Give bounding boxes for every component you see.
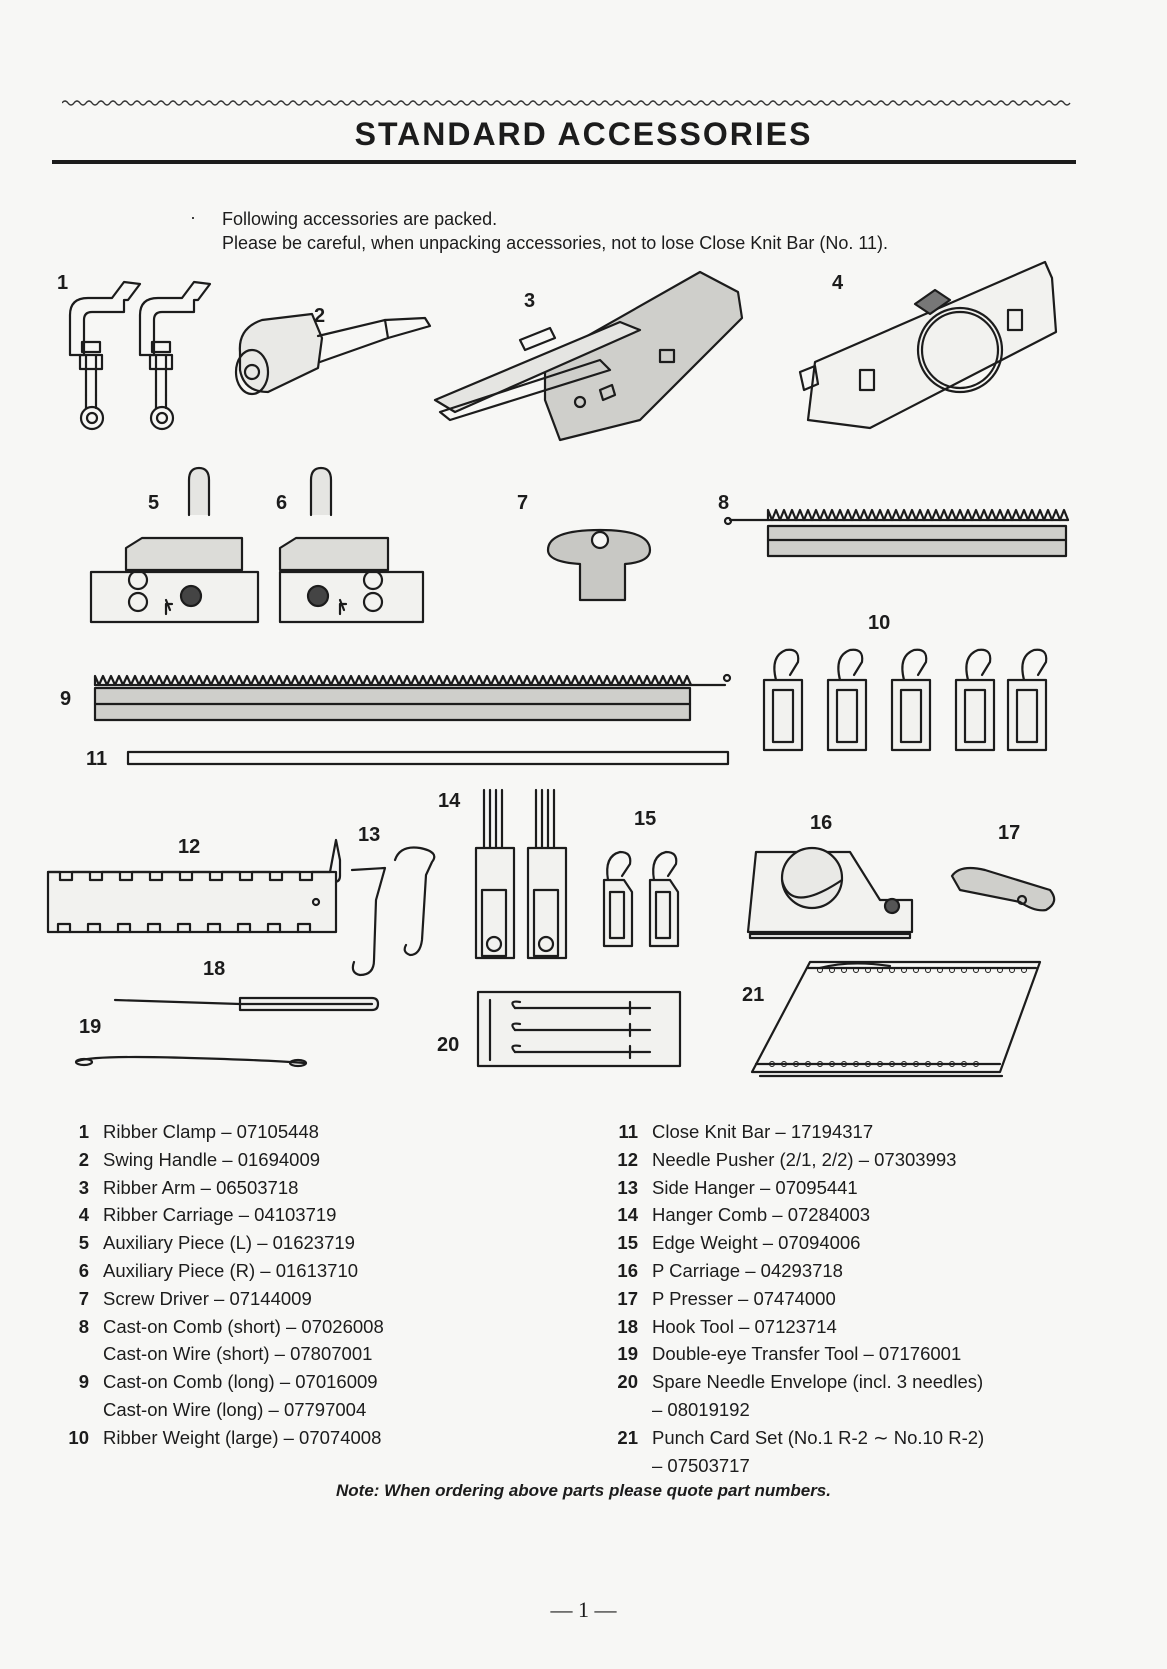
intro-bullet: · xyxy=(190,207,196,227)
ribber-arm-drawing xyxy=(433,270,744,442)
figure-label-6: 6 xyxy=(276,492,288,514)
figure-label-14: 14 xyxy=(438,790,461,812)
figure-label-15: 15 xyxy=(634,808,657,830)
close-knit-bar-drawing xyxy=(126,750,730,766)
figure-label-18: 18 xyxy=(203,958,226,980)
ribber-weights-drawing xyxy=(762,648,1048,752)
intro-line-1: Following accessories are packed. xyxy=(222,209,498,229)
auxiliary-piece-right-drawing xyxy=(278,466,425,624)
list-item-continuation: – 07503717 xyxy=(652,1454,750,1476)
screw-driver-drawing xyxy=(546,528,652,602)
figure-label-11: 11 xyxy=(86,748,108,770)
page-number: — 1 — xyxy=(550,1597,617,1622)
figure-label-20: 20 xyxy=(437,1034,460,1056)
figure-label-9: 9 xyxy=(60,688,72,710)
figure-label-4: 4 xyxy=(832,272,844,294)
figure-label-12: 12 xyxy=(178,836,201,858)
punch-card-holes xyxy=(769,967,1027,1067)
figure-label-1: 1 xyxy=(57,272,69,294)
intro-text: Following accessories are packed. Please… xyxy=(222,207,888,255)
punch-card-set-drawing xyxy=(750,960,1042,1078)
needle-pusher-drawing xyxy=(46,838,342,934)
hook-tool-drawing xyxy=(113,996,380,1012)
wavy-rule xyxy=(62,100,1071,106)
intro-line-2: Please be careful, when unpacking access… xyxy=(222,233,889,253)
ordering-note: Note: When ordering above parts please q… xyxy=(336,1481,831,1500)
figure-label-17: 17 xyxy=(998,822,1021,844)
edge-weight-drawing xyxy=(602,850,680,948)
figure-label-21: 21 xyxy=(742,984,765,1006)
figure-label-10: 10 xyxy=(868,612,891,634)
cast-on-comb-short-drawing xyxy=(723,508,1070,558)
figure-label-5: 5 xyxy=(148,492,160,514)
p-carriage-drawing xyxy=(746,846,914,940)
hanger-comb-drawing xyxy=(474,788,568,960)
cast-on-comb-long-drawing xyxy=(93,673,732,722)
figure-label-3: 3 xyxy=(524,290,536,312)
figure-label-7: 7 xyxy=(517,492,529,514)
list-item-continuation: Cast-on Wire (long) – 07797004 xyxy=(103,1398,367,1420)
list-item-continuation: – 08019192 xyxy=(652,1398,750,1420)
auxiliary-piece-left-drawing xyxy=(89,466,260,624)
figure-label-2: 2 xyxy=(314,305,326,327)
title-underline xyxy=(52,160,1076,164)
list-item-continuation: Cast-on Wire (short) – 07807001 xyxy=(103,1343,373,1365)
swing-handle-drawing xyxy=(234,312,432,396)
spare-needle-envelope-drawing xyxy=(476,990,682,1068)
figure-label-13: 13 xyxy=(358,824,381,846)
ribber-clamp-drawing xyxy=(68,280,212,431)
figure-label-8: 8 xyxy=(718,492,730,514)
side-hanger-drawing xyxy=(350,846,436,977)
figure-label-16: 16 xyxy=(810,812,833,834)
double-eye-tool-drawing xyxy=(74,1055,308,1068)
p-presser-drawing xyxy=(950,866,1056,912)
page-title: STANDARD ACCESSORIES xyxy=(354,116,813,152)
figure-label-19: 19 xyxy=(79,1016,102,1038)
ribber-carriage-drawing xyxy=(798,260,1058,430)
